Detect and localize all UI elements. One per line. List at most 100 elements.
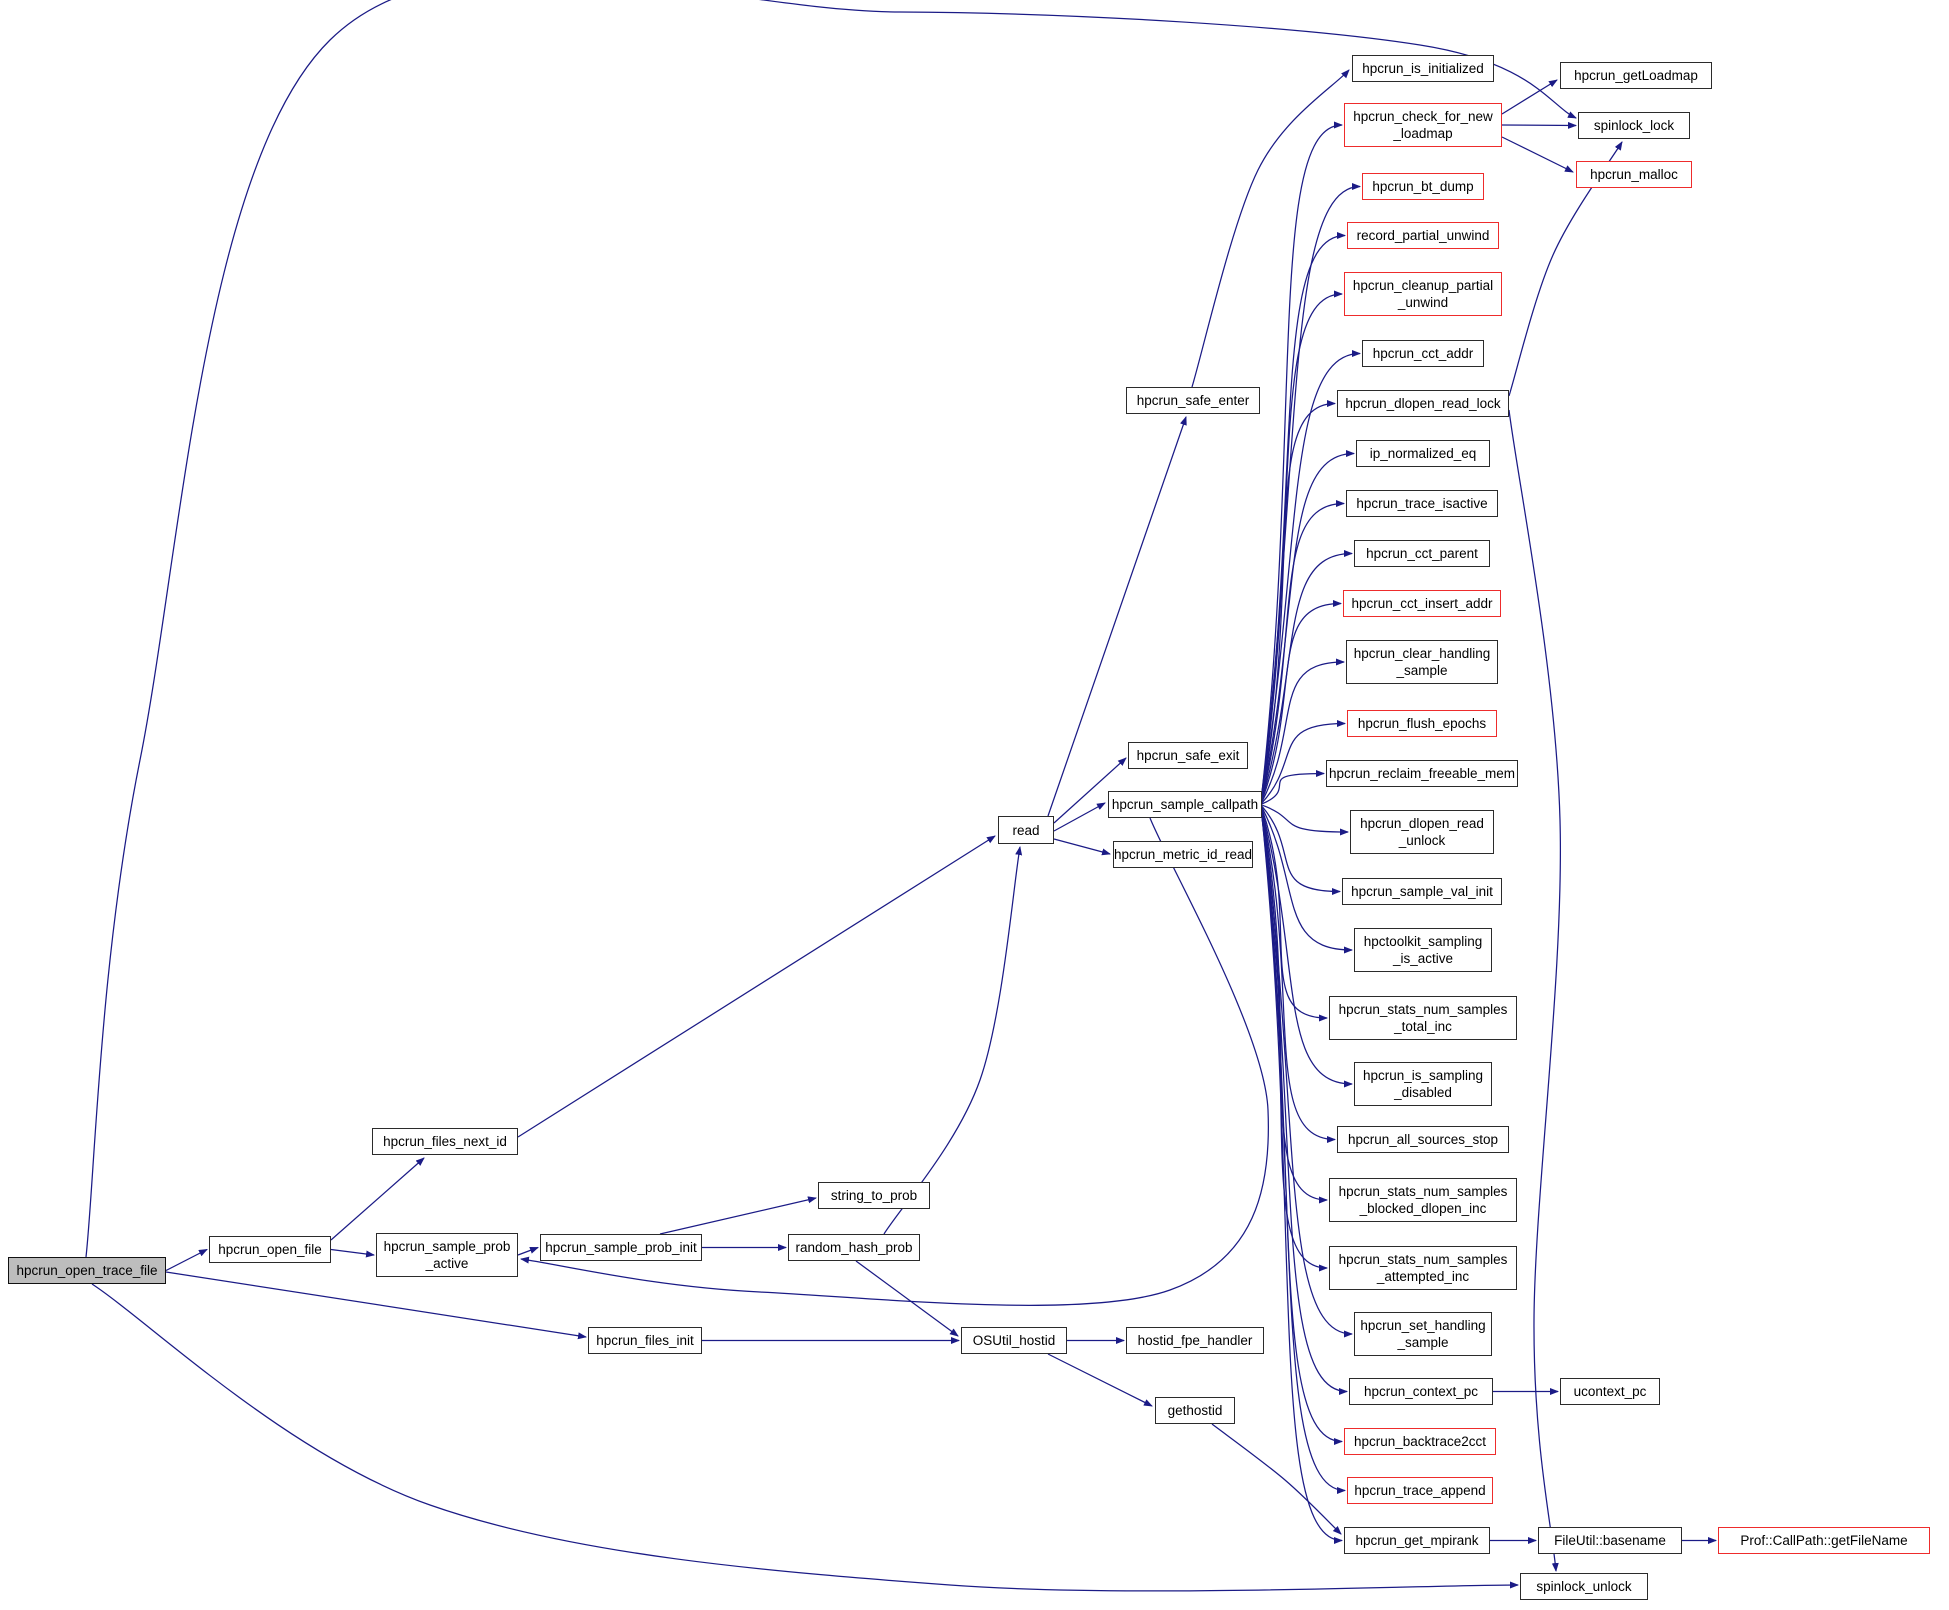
node-metric_id_read[interactable]: hpcrun_metric_id_read — [1113, 841, 1253, 868]
node-label: hpcrun_context_pc — [1363, 1384, 1479, 1399]
node-label: hpcrun_set_handling — [1360, 1318, 1486, 1333]
node-sample_prob_init[interactable]: hpcrun_sample_prob_init — [540, 1234, 702, 1261]
edge-sample_callpath-cct_parent — [1261, 550, 1353, 800]
edge-read-safe_enter — [1047, 416, 1187, 817]
node-label: hpctoolkit_sampling — [1363, 934, 1483, 949]
node-cct_insert_addr[interactable]: hpcrun_cct_insert_addr — [1343, 590, 1501, 617]
node-label: hpcrun_is_initialized — [1362, 61, 1484, 76]
node-hostid_fpe_handler[interactable]: hostid_fpe_handler — [1126, 1327, 1264, 1354]
edge-sample_callpath-trace_isactive — [1261, 500, 1345, 799]
edge-random_hash_prob-read — [883, 846, 1023, 1235]
edge-open_file-files_next_id — [330, 1157, 425, 1241]
edge-sample_callpath-cleanup_partial_unwind — [1261, 290, 1343, 795]
node-flush_epochs[interactable]: hpcrun_flush_epochs — [1347, 710, 1497, 737]
node-label: hpcrun_trace_append — [1354, 1483, 1486, 1498]
node-files_init[interactable]: hpcrun_files_init — [588, 1327, 702, 1354]
node-string_to_prob[interactable]: string_to_prob — [818, 1182, 930, 1209]
node-ip_normalized_eq[interactable]: ip_normalized_eq — [1356, 440, 1490, 467]
edge-sample_callpath-dlopen_read_lock — [1261, 400, 1336, 797]
node-ucontext_pc[interactable]: ucontext_pc — [1560, 1378, 1660, 1405]
edge-open_trace_file-open_file — [165, 1248, 208, 1272]
node-label: hpcrun_bt_dump — [1372, 179, 1474, 194]
node-label: hpcrun_check_for_new — [1353, 109, 1493, 124]
node-gethostid[interactable]: gethostid — [1155, 1397, 1235, 1424]
node-stats_total_inc[interactable]: hpcrun_stats_num_samples_total_inc — [1329, 996, 1517, 1040]
node-label: hpcrun_backtrace2cct — [1353, 1434, 1487, 1449]
node-trace_append[interactable]: hpcrun_trace_append — [1347, 1477, 1493, 1504]
node-label: hpcrun_open_file — [218, 1242, 322, 1257]
node-label: hpcrun_sample_prob — [383, 1239, 511, 1254]
node-is_sampling_disabled[interactable]: hpcrun_is_sampling_disabled — [1354, 1062, 1492, 1106]
node-sampling_is_active[interactable]: hpctoolkit_sampling _is_active — [1354, 928, 1492, 972]
node-label: Prof::CallPath::getFileName — [1740, 1533, 1908, 1548]
node-cleanup_partial_unwind[interactable]: hpcrun_cleanup_partial_unwind — [1344, 272, 1502, 316]
node-record_partial_unwind[interactable]: record_partial_unwind — [1347, 222, 1499, 249]
node-reclaim_freeable_mem[interactable]: hpcrun_reclaim_freeable_mem — [1326, 760, 1518, 787]
edge-sample_callpath-dlopen_read_unlock — [1261, 804, 1349, 836]
edge-sample_callpath-trace_append — [1261, 816, 1346, 1494]
edge-check_for_new_loadmap-spinlock_lock — [1501, 121, 1577, 129]
edge-read-safe_exit — [1053, 757, 1127, 824]
node-get_mpirank[interactable]: hpcrun_get_mpirank — [1344, 1527, 1490, 1554]
edge-dlopen_read_lock-spinlock_unlock — [1508, 409, 1561, 1572]
node-stats_blocked_dlopen_inc[interactable]: hpcrun_stats_num_samples_blocked_dlopen_… — [1329, 1178, 1517, 1222]
node-label: _unlock — [1398, 833, 1446, 848]
node-cct_addr[interactable]: hpcrun_cct_addr — [1362, 340, 1484, 367]
node-dlopen_read_lock[interactable]: hpcrun_dlopen_read_lock — [1337, 390, 1509, 417]
node-label: hpcrun_stats_num_samples — [1338, 1184, 1508, 1199]
node-sample_val_init[interactable]: hpcrun_sample_val_init — [1342, 878, 1502, 905]
node-open_trace_file[interactable]: hpcrun_open_trace_file — [8, 1257, 166, 1284]
node-label: _unwind — [1397, 295, 1449, 310]
edge-check_for_new_loadmap-malloc — [1501, 136, 1574, 173]
node-check_for_new_loadmap[interactable]: hpcrun_check_for_new_loadmap — [1344, 103, 1502, 147]
node-label: hpcrun_is_sampling — [1362, 1068, 1484, 1083]
node-label: _is_active — [1392, 951, 1454, 966]
node-label: hpcrun_stats_num_samples — [1338, 1002, 1508, 1017]
node-open_file[interactable]: hpcrun_open_file — [209, 1236, 331, 1263]
node-read[interactable]: read — [998, 816, 1054, 844]
node-files_next_id[interactable]: hpcrun_files_next_id — [372, 1128, 518, 1155]
node-clear_handling_sample[interactable]: hpcrun_clear_handling_sample — [1346, 640, 1498, 684]
node-backtrace2cct[interactable]: hpcrun_backtrace2cct — [1344, 1428, 1496, 1455]
node-is_initialized[interactable]: hpcrun_is_initialized — [1352, 55, 1494, 82]
edge-sample_callpath-is_sampling_disabled — [1261, 809, 1353, 1088]
node-bt_dump[interactable]: hpcrun_bt_dump — [1362, 173, 1484, 200]
node-OSUtil_hostid[interactable]: OSUtil_hostid — [961, 1327, 1067, 1354]
node-sample_callpath[interactable]: hpcrun_sample_callpath — [1108, 791, 1262, 818]
node-safe_enter[interactable]: hpcrun_safe_enter — [1126, 387, 1260, 414]
node-context_pc[interactable]: hpcrun_context_pc — [1349, 1378, 1493, 1405]
node-getLoadmap[interactable]: hpcrun_getLoadmap — [1560, 62, 1712, 89]
node-trace_isactive[interactable]: hpcrun_trace_isactive — [1346, 490, 1498, 517]
node-set_handling_sample[interactable]: hpcrun_set_handling_sample — [1354, 1312, 1492, 1356]
node-label: hpcrun_cct_parent — [1366, 546, 1478, 561]
node-label: hpcrun_dlopen_read — [1360, 816, 1484, 831]
edge-files_next_id-read — [517, 835, 996, 1138]
edge-open_file-sample_prob_active — [330, 1248, 375, 1258]
node-spinlock_lock[interactable]: spinlock_lock — [1578, 112, 1690, 139]
node-malloc[interactable]: hpcrun_malloc — [1576, 161, 1692, 188]
edge-read-metric_id_read — [1053, 838, 1111, 856]
edge-sample_callpath-record_partial_unwind — [1261, 232, 1346, 794]
node-cct_parent[interactable]: hpcrun_cct_parent — [1354, 540, 1490, 567]
node-label: hpcrun_sample_val_init — [1351, 884, 1493, 899]
node-basename[interactable]: FileUtil::basename — [1538, 1527, 1682, 1554]
node-random_hash_prob[interactable]: random_hash_prob — [788, 1234, 920, 1261]
node-label: hpcrun_cct_insert_addr — [1351, 596, 1493, 611]
node-label: hpcrun_flush_epochs — [1357, 716, 1487, 731]
node-label: hpcrun_get_mpirank — [1355, 1533, 1479, 1548]
node-getFileName[interactable]: Prof::CallPath::getFileName — [1718, 1527, 1930, 1554]
node-sample_prob_active[interactable]: hpcrun_sample_prob_active — [376, 1233, 518, 1277]
edge-open_trace_file-files_init — [165, 1271, 587, 1340]
node-stats_attempted_inc[interactable]: hpcrun_stats_num_samples_attempted_inc — [1329, 1246, 1517, 1290]
node-label: hpcrun_safe_exit — [1136, 748, 1240, 763]
node-safe_exit[interactable]: hpcrun_safe_exit — [1128, 742, 1248, 769]
node-dlopen_read_unlock[interactable]: hpcrun_dlopen_read _unlock — [1350, 810, 1494, 854]
node-label: OSUtil_hostid — [972, 1333, 1056, 1348]
node-all_sources_stop[interactable]: hpcrun_all_sources_stop — [1337, 1126, 1509, 1153]
node-label: hpcrun_files_init — [596, 1333, 694, 1348]
node-label: ucontext_pc — [1573, 1384, 1647, 1399]
node-spinlock_unlock[interactable]: spinlock_unlock — [1520, 1573, 1648, 1600]
edge-sample_prob_init-string_to_prob — [659, 1196, 817, 1235]
edge-sample_callpath-context_pc — [1261, 816, 1348, 1395]
edge-sample_callpath-set_handling_sample — [1261, 815, 1353, 1338]
